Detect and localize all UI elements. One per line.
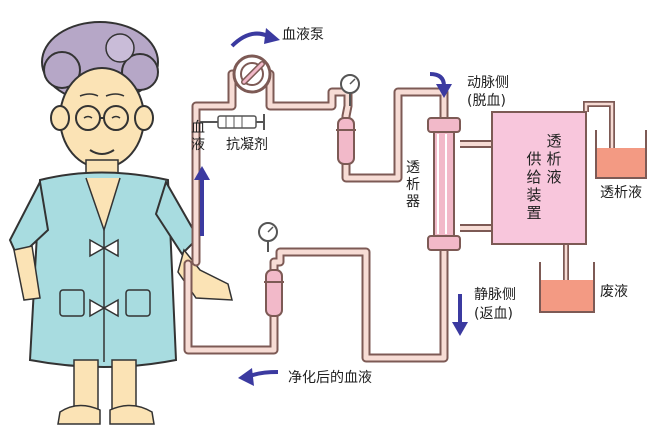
venous-down-arrowhead (452, 322, 468, 336)
waste-liquid-label: 废液 (600, 284, 628, 300)
dialyzer (427, 117, 461, 251)
purified-blood-label: 净化后的血液 (288, 370, 372, 386)
dialysate-label: 透析液 (600, 185, 642, 201)
blood-pump-label: 血液泵 (282, 27, 324, 43)
arterial-side-label: 动脉侧 (467, 75, 509, 91)
blood-circuit-tubing (183, 69, 449, 363)
pressure-gauge-venous (258, 222, 278, 252)
venous-side-note: (返血) (474, 306, 513, 322)
pressure-gauge-arterial (340, 74, 360, 106)
return-flow-arrowhead (238, 368, 254, 386)
arterial-flow-arrowhead (436, 84, 452, 98)
anticoagulant-label: 抗凝剂 (226, 137, 268, 153)
dialysate-lines (460, 101, 615, 296)
venous-drip-chamber (264, 269, 284, 317)
blood-flow-label: 血液 (191, 120, 205, 153)
dialysate-supply-box (491, 111, 587, 245)
return-flow-arrow (249, 370, 279, 378)
pump-flow-arrow (230, 31, 269, 48)
anticoagulant-syringe (200, 114, 265, 130)
dialysate-supply-label: 供给装置 (526, 150, 542, 222)
dialysate-container (595, 130, 647, 179)
patient-figure (8, 21, 233, 425)
pump-flow-arrowhead (264, 28, 280, 44)
waste-container (539, 262, 595, 313)
blood-pump (232, 54, 272, 94)
blood-up-arrowhead (194, 166, 210, 180)
arterial-drip-chamber (336, 117, 356, 165)
arterial-side-note: (脱血) (467, 93, 506, 109)
venous-side-label: 静脉侧 (474, 287, 516, 303)
flow-arrows (194, 28, 468, 386)
dialysate-supply-top-label: 透析液 (546, 132, 562, 186)
dialyzer-label: 透析器 (406, 160, 420, 210)
